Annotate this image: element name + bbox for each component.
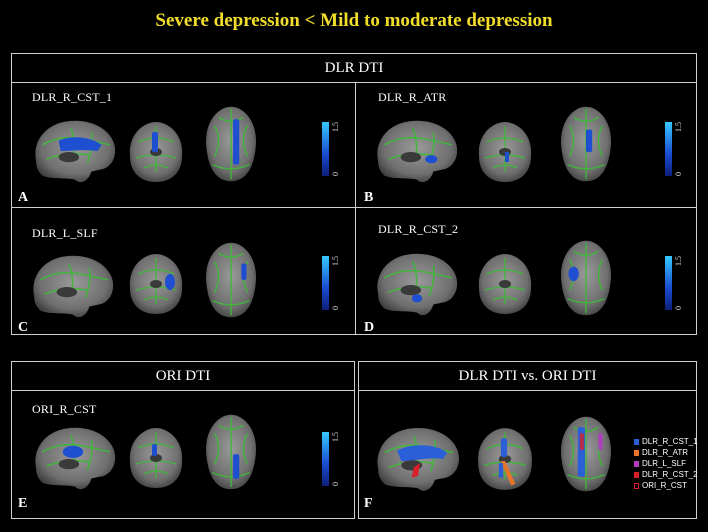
panel-c-colorbar-min: 0 [331, 306, 340, 310]
panel-a-colorbar-gradient [322, 122, 329, 176]
panel-b-label: DLR_R_ATR [378, 90, 447, 104]
panel-e-axial-brain [205, 414, 257, 490]
panel-f-letter: F [364, 496, 373, 511]
legend-label: DLR_R_CST_1 [642, 437, 698, 446]
panel-e-colorbar-min: 0 [331, 482, 340, 486]
legend-label: ORI_R_CST [642, 481, 687, 490]
panel-a-letter: A [18, 190, 29, 205]
ori-dti-section: ORI DTI [11, 361, 355, 519]
panel-a-colorbar: 1.5 0 [322, 122, 342, 176]
panel-e-coronal-brain [129, 427, 183, 489]
panel-d-colorbar: 1.5 0 [665, 256, 685, 310]
legend-item: DLR_R_ATR [634, 447, 698, 458]
panel-e-colorbar-gradient [322, 432, 329, 486]
panel-b-axial-brain [560, 106, 612, 182]
panel-c-axial-brain [205, 242, 257, 318]
legend-swatch [634, 449, 639, 456]
legend-item: ORI_R_CST [634, 480, 698, 491]
figure-title: Severe depression < Mild to moderate dep… [155, 10, 553, 31]
panel-d-colorbar-gradient [665, 256, 672, 310]
panel-e-sagittal-brain [34, 426, 116, 490]
panel-c-colorbar-gradient [322, 256, 329, 310]
panel-d-letter: D [364, 320, 375, 335]
legend-item: DLR_R_CST_2 [634, 469, 698, 480]
panel-d-sagittal-brain [376, 252, 458, 316]
legend-label: DLR_R_CST_2 [642, 470, 698, 479]
panel-e-letter: E [18, 496, 28, 511]
panel-d-colorbar-max: 1.5 [674, 256, 683, 266]
legend-label: DLR_R_ATR [642, 448, 689, 457]
panel-a-colorbar-min: 0 [331, 172, 340, 176]
legend-swatch [634, 482, 639, 489]
panel-e-colorbar-max: 1.5 [331, 432, 340, 442]
panel-d-label: DLR_R_CST_2 [378, 222, 459, 236]
legend-swatch [634, 471, 639, 478]
panel-e-colorbar: 1.5 0 [322, 432, 342, 486]
panel-b-colorbar: 1.5 0 [665, 122, 685, 176]
panel-a-sagittal-brain [34, 119, 116, 183]
panel-f-coronal-brain [477, 427, 533, 491]
legend-swatch [634, 438, 639, 445]
panel-a-axial-brain [205, 106, 257, 182]
legend-label: DLR_L_SLF [642, 459, 687, 468]
panel-e-label: ORI_R_CST [32, 402, 97, 416]
dlr-dti-header: DLR DTI [12, 54, 696, 83]
panel-b-coronal-brain [478, 121, 532, 183]
dlr-dti-section: DLR DTI [11, 53, 697, 335]
panel-a-coronal-brain [129, 121, 183, 183]
dlr-divider-vertical [355, 82, 356, 334]
dlr-divider-horizontal [12, 207, 696, 208]
panel-c-colorbar-max: 1.5 [331, 256, 340, 266]
comparison-section: DLR DTI vs. ORI DTI [358, 361, 697, 519]
panel-b-colorbar-gradient [665, 122, 672, 176]
panel-c-colorbar: 1.5 0 [322, 256, 342, 310]
ori-dti-header: ORI DTI [12, 362, 354, 391]
legend-item: DLR_R_CST_1 [634, 436, 698, 447]
panel-b-colorbar-min: 0 [674, 172, 683, 176]
panel-d-coronal-brain [478, 253, 532, 315]
panel-f-sagittal-brain [376, 427, 460, 492]
panel-c-label: DLR_L_SLF [32, 226, 98, 240]
panel-d-axial-brain [560, 240, 612, 316]
panel-c-letter: C [18, 320, 29, 335]
panel-c-sagittal-brain [32, 254, 114, 318]
panel-b-letter: B [364, 190, 374, 205]
comparison-header: DLR DTI vs. ORI DTI [359, 362, 696, 391]
panel-d-colorbar-min: 0 [674, 306, 683, 310]
panel-a-colorbar-max: 1.5 [331, 122, 340, 132]
panel-b-colorbar-max: 1.5 [674, 122, 683, 132]
legend-item: DLR_L_SLF [634, 458, 698, 469]
panel-b-sagittal-brain [376, 119, 458, 183]
panel-c-coronal-brain [129, 253, 183, 315]
panel-a-label: DLR_R_CST_1 [32, 90, 113, 104]
panel-f-axial-brain [560, 416, 612, 492]
legend-swatch [634, 460, 639, 467]
